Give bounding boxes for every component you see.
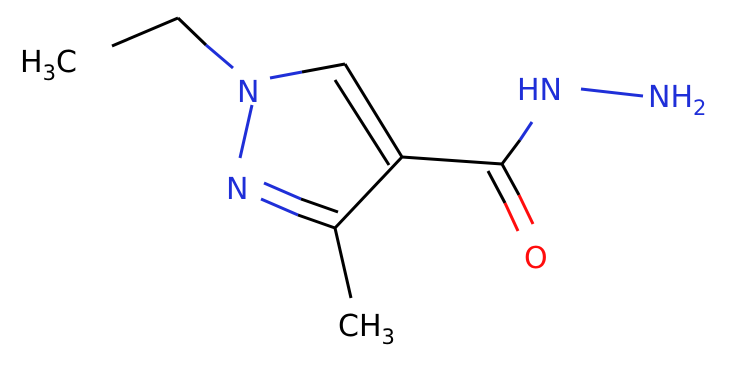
bond-co-a-red: [517, 194, 535, 225]
label-ch3-bottom: CH3: [338, 309, 395, 349]
label-nh2: NH2: [648, 80, 706, 120]
bond-ch2-n1-black: [176, 16, 208, 47]
bond-n2-c3-blue-a: [260, 197, 299, 217]
label-hn: HN: [517, 73, 562, 108]
bond-carbonyl-hn-blue: [518, 121, 534, 141]
bond-n1-c5-blue: [269, 70, 303, 80]
bond-n2-c3-black-a: [297, 213, 336, 230]
bond-ch3-ch2: [111, 16, 179, 48]
bond-co-b-red: [503, 202, 520, 232]
bond-c5-c4-a: [343, 63, 404, 158]
bond-n2-c3-blue-b: [263, 181, 302, 201]
label-o: O: [524, 241, 548, 276]
bond-ch2-n1-blue: [205, 43, 234, 70]
bond-co-a-black: [500, 163, 521, 196]
bond-c4-carbonyl: [401, 155, 503, 166]
bond-carbonyl-hn-black: [500, 139, 522, 165]
bond-n1-c5-black: [301, 62, 346, 74]
label-n2: N: [226, 172, 248, 207]
bond-n1-n2: [238, 104, 254, 159]
bond-c4-c3: [333, 155, 404, 230]
bond-co-b-black: [486, 170, 507, 204]
label-n1: N: [237, 75, 259, 110]
bond-n2-c3-black-b: [300, 197, 339, 214]
bond-c5-c4-b: [333, 79, 391, 166]
bond-hn-nh2: [580, 87, 644, 98]
bond-c3-ch3: [333, 227, 353, 299]
label-ch3-top: H3C: [20, 45, 77, 85]
